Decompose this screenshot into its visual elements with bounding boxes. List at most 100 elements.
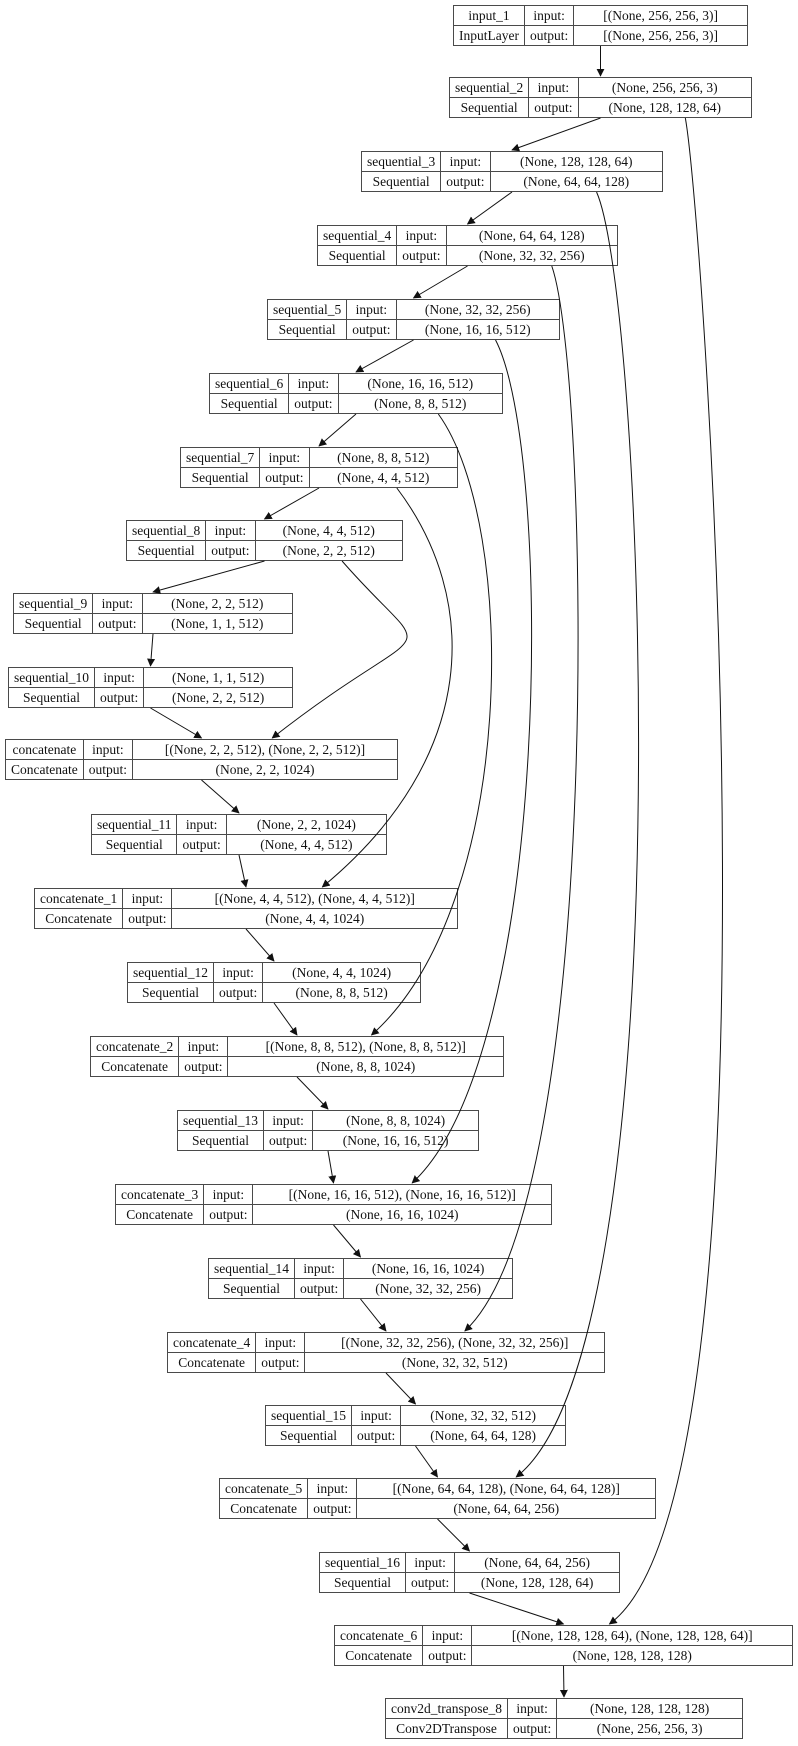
- layer-name: sequential_6: [210, 374, 290, 394]
- layer-name: concatenate_3: [116, 1185, 205, 1205]
- edge-sequential_16-to-concatenate_6: [469, 1592, 565, 1626]
- layer-name: concatenate: [6, 740, 84, 760]
- edge-sequential_6-to-concatenate_2-skip-connection: [370, 413, 493, 1036]
- output-label: output:: [525, 26, 575, 45]
- input-label: input:: [206, 521, 256, 541]
- input-shape: (None, 32, 32, 512): [401, 1406, 565, 1426]
- output-shape: (None, 4, 4, 512): [260, 837, 353, 852]
- output-label: output:: [93, 614, 143, 633]
- layer-name: sequential_16: [320, 1553, 406, 1573]
- layer-name: concatenate_4: [168, 1333, 257, 1353]
- layer-type: Concatenate: [168, 1353, 257, 1372]
- output-shape: (None, 16, 16, 512): [424, 322, 531, 337]
- layer-type: Concatenate: [35, 909, 124, 928]
- layer-name: sequential_9: [14, 594, 94, 614]
- input-shape: (None, 256, 256, 3): [578, 78, 751, 98]
- input-shape: (None, 4, 4, 512): [255, 521, 402, 541]
- layer-type: Sequential: [268, 320, 348, 339]
- edge-sequential_4-to-sequential_5: [412, 265, 468, 299]
- layer-name: concatenate_5: [220, 1479, 309, 1499]
- output-shape: (None, 64, 64, 256): [453, 1501, 560, 1516]
- layer-name: sequential_10: [9, 668, 95, 688]
- layer-type: Sequential: [9, 688, 95, 707]
- output-label: output:: [308, 1499, 358, 1518]
- layer-type: Sequential: [128, 983, 214, 1002]
- output-shape: (None, 2, 2, 512): [282, 543, 375, 558]
- edge-sequential_6-to-sequential_7: [318, 413, 357, 447]
- edge-sequential_8-to-sequential_9: [152, 560, 265, 594]
- input-label: input:: [213, 963, 264, 983]
- layer-name: sequential_3: [362, 152, 442, 172]
- layer-type: Sequential: [450, 98, 530, 117]
- input-shape: (None, 16, 16, 1024): [344, 1259, 512, 1279]
- output-label: output:: [177, 835, 227, 854]
- layer-name: sequential_8: [127, 521, 207, 541]
- edge-sequential_5-to-sequential_6: [355, 339, 414, 373]
- output-shape: (None, 128, 128, 128): [572, 1648, 692, 1663]
- input-label: input:: [123, 889, 173, 909]
- edge-sequential_7-to-sequential_8: [263, 487, 320, 520]
- edge-concatenate_3-to-sequential_14: [333, 1224, 362, 1258]
- output-label: output:: [406, 1573, 456, 1592]
- layer-name: sequential_2: [450, 78, 530, 98]
- output-label: output:: [206, 541, 256, 560]
- output-shape: (None, 32, 32, 512): [401, 1355, 508, 1370]
- output-label: output:: [84, 760, 133, 779]
- output-shape: (None, 4, 4, 512): [337, 470, 430, 485]
- input-label: input:: [83, 740, 133, 760]
- output-label: output:: [204, 1205, 254, 1224]
- input-shape: (None, 128, 128, 64): [490, 152, 662, 172]
- output-shape: (None, 2, 2, 512): [172, 690, 265, 705]
- output-label: output:: [529, 98, 579, 117]
- edge-concatenate_5-to-sequential_16: [437, 1518, 471, 1552]
- input-shape: (None, 8, 8, 1024): [313, 1111, 478, 1131]
- layer-name: sequential_4: [318, 226, 398, 246]
- output-shape: (None, 16, 16, 1024): [345, 1207, 459, 1222]
- layer-name: sequential_13: [178, 1111, 264, 1131]
- input-shape: [(None, 256, 256, 3)]: [574, 6, 747, 26]
- input-shape: [(None, 64, 64, 128), (None, 64, 64, 128…: [357, 1479, 655, 1499]
- input-label: input:: [179, 1037, 229, 1057]
- layer-name: sequential_5: [268, 300, 348, 320]
- input-shape: (None, 2, 2, 1024): [226, 815, 386, 835]
- layer-type: Concatenate: [335, 1646, 424, 1665]
- edge-sequential_4-to-concatenate_4-skip-connection: [464, 265, 579, 1332]
- layer-name: sequential_12: [128, 963, 214, 983]
- layer-type: Sequential: [92, 835, 178, 854]
- output-shape: (None, 8, 8, 1024): [316, 1059, 416, 1074]
- output-label: output:: [423, 1646, 473, 1665]
- layer-name: concatenate_6: [335, 1626, 424, 1646]
- edge-concatenate_6-to-conv2d_transpose_8: [559, 1665, 568, 1698]
- output-shape: (None, 8, 8, 512): [374, 396, 467, 411]
- layer-name: concatenate_2: [91, 1037, 180, 1057]
- input-label: input:: [256, 1333, 306, 1353]
- layer-name: sequential_7: [181, 448, 261, 468]
- input-shape: (None, 8, 8, 512): [309, 448, 457, 468]
- input-label: input:: [347, 300, 397, 320]
- input-shape: [(None, 2, 2, 512), (None, 2, 2, 512)]: [132, 740, 397, 760]
- input-label: input:: [289, 374, 339, 394]
- layer-name: sequential_14: [209, 1259, 295, 1279]
- input-shape: (None, 4, 4, 1024): [263, 963, 420, 983]
- output-shape: (None, 2, 2, 1024): [215, 762, 315, 777]
- layer-type: Sequential: [320, 1573, 406, 1592]
- layer-type: Sequential: [318, 246, 398, 265]
- layer-type: Concatenate: [91, 1057, 180, 1076]
- input-label: input:: [423, 1626, 473, 1646]
- input-label: input:: [260, 448, 310, 468]
- output-label: output:: [352, 1426, 402, 1445]
- input-label: input:: [177, 815, 227, 835]
- input-label: input:: [351, 1406, 402, 1426]
